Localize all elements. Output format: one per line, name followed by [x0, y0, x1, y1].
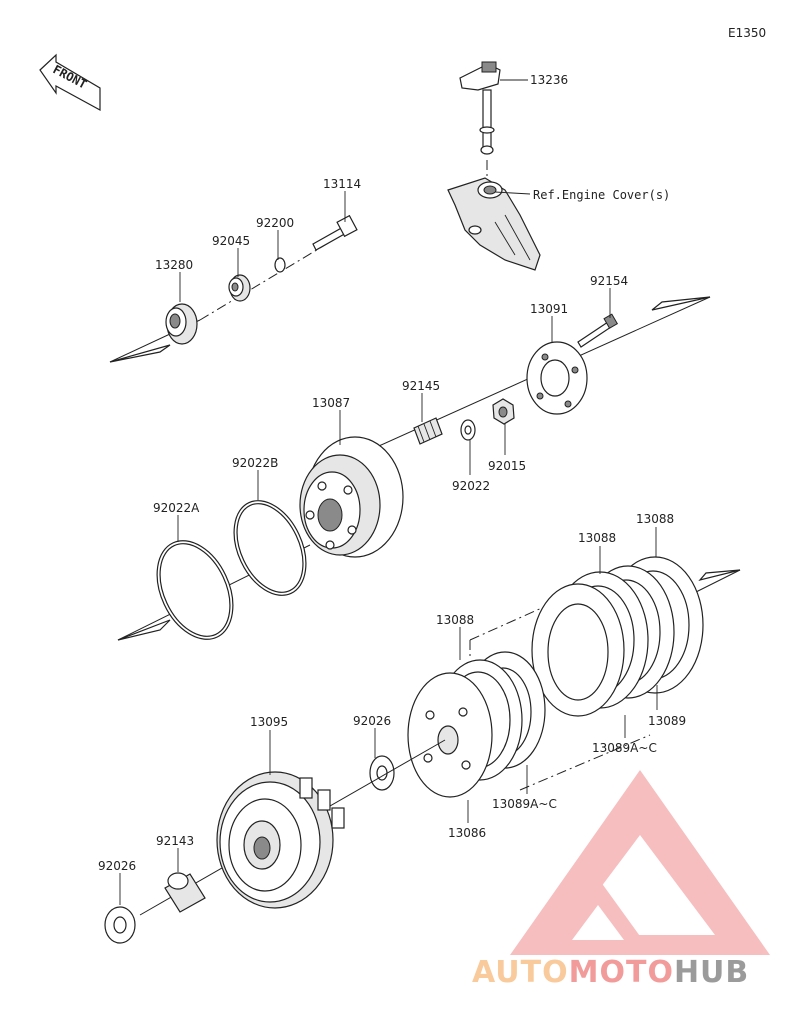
label-13089ac-b: 13089A~C [592, 741, 657, 755]
label-13089: 13089 [648, 714, 686, 728]
part-92026-washer-b [104, 906, 136, 944]
part-92200-washer [274, 257, 286, 273]
label-92143: 92143 [156, 834, 194, 848]
part-13086-plate [407, 672, 493, 798]
label-92200: 92200 [256, 216, 294, 230]
leader-lines [119, 79, 658, 905]
label-92026-a: 92026 [353, 714, 391, 728]
diagram-code: E1350 [728, 26, 766, 40]
oring-axis [117, 500, 311, 641]
label-92022b: 92022B [232, 456, 278, 470]
plate-stack-left [369, 640, 546, 798]
part-92154-bolt [577, 313, 619, 348]
label-13088-b: 13088 [578, 531, 616, 545]
label-92045: 92045 [212, 234, 250, 248]
label-92022a: 92022A [153, 501, 200, 515]
part-92022b-ring [233, 500, 307, 596]
label-92145: 92145 [402, 379, 440, 393]
part-13087-hub [299, 436, 404, 558]
label-92026-b: 92026 [98, 859, 136, 873]
label-13114: 13114 [323, 177, 361, 191]
front-arrow-icon: FRONT [39, 53, 101, 112]
label-13089ac-a: 13089A~C [492, 797, 557, 811]
watermark-text-hub: HUB [674, 955, 749, 990]
label-13086: 13086 [448, 826, 486, 840]
watermark-text-moto: MOTO [569, 955, 674, 990]
part-92015-nut [492, 398, 515, 425]
release-group [109, 214, 358, 363]
release-lever-group [447, 61, 541, 271]
label-13091: 13091 [530, 302, 568, 316]
label-92022: 92022 [452, 479, 490, 493]
engine-cover-ref [447, 177, 541, 271]
part-labels: 13236 Ref.Engine Cover(s) 13114 92200 92… [98, 73, 686, 873]
watermark-logo: AUTOMOTOHUB [472, 770, 770, 990]
part-13236-lever [459, 61, 501, 155]
part-92022-washer [460, 419, 476, 441]
part-92143-sleeve [164, 872, 206, 913]
svg-text:AUTOMOTOHUB: AUTOMOTOHUB [472, 955, 749, 990]
part-92022a-ring [156, 540, 234, 640]
label-13088-c: 13088 [636, 512, 674, 526]
part-13089ac-steel-plate-b [531, 583, 625, 717]
label-13087: 13087 [312, 396, 350, 410]
label-92015: 92015 [488, 459, 526, 473]
part-92145-spring [413, 417, 443, 445]
label-13088-a: 13088 [436, 613, 474, 627]
pressure-plate-axis [329, 296, 711, 469]
label-92154: 92154 [590, 274, 628, 288]
label-13095: 13095 [250, 715, 288, 729]
label-ref-engine-cover: Ref.Engine Cover(s) [533, 188, 670, 202]
part-13095-housing [139, 739, 446, 916]
part-92026-washer-a [369, 755, 395, 791]
part-13091-plate [526, 341, 588, 415]
plate-stack-right [469, 556, 741, 791]
part-13114-pushrod [312, 214, 358, 251]
label-13280: 13280 [155, 258, 193, 272]
part-13280-seal [165, 303, 198, 345]
label-13236: 13236 [530, 73, 568, 87]
watermark-text-auto: AUTO [472, 955, 569, 990]
part-92045-bearing [228, 274, 251, 302]
